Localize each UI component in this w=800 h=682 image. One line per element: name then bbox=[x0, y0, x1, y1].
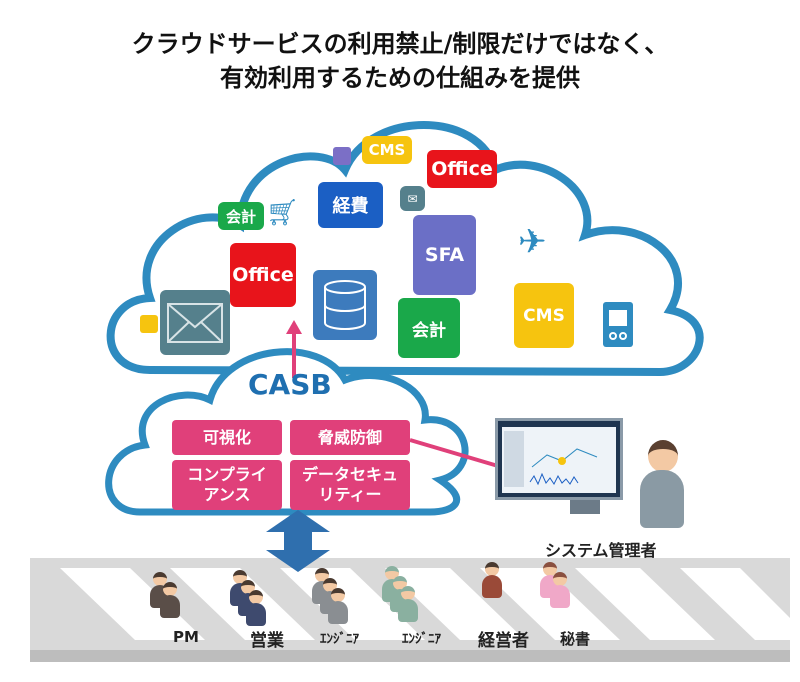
kaikei-tile-big: 会計 bbox=[398, 298, 460, 358]
user-label-engineer-2: ｴﾝｼﾞﾆｱ bbox=[402, 632, 441, 647]
engineer-person-icon bbox=[328, 588, 348, 624]
headline-line-2: 有効利用するための仕組みを提供 bbox=[220, 64, 580, 92]
user-label-secretary: 秘書 bbox=[560, 630, 591, 648]
mail-icon-small: ✉ bbox=[400, 186, 425, 211]
user-label-engineer-1: ｴﾝｼﾞﾆｱ bbox=[320, 632, 359, 647]
database-icon bbox=[313, 270, 377, 340]
casb-label: CASB bbox=[248, 368, 332, 401]
train-icon bbox=[603, 302, 633, 347]
user-label-sales: 営業 bbox=[250, 631, 284, 651]
mail-icon-big bbox=[160, 290, 230, 355]
casb-function-threat-protection: 脅威防御 bbox=[290, 420, 410, 455]
sales-person-icon bbox=[246, 590, 266, 626]
casb-function-compliance: コンプライ アンス bbox=[172, 460, 282, 510]
sfa-tile: SFA bbox=[413, 215, 476, 295]
small-square-icon bbox=[333, 147, 351, 165]
secretary-person-icon bbox=[550, 572, 570, 608]
bidirectional-arrow bbox=[266, 510, 330, 572]
office-tile-big: Office bbox=[230, 243, 296, 307]
pm-person-icon bbox=[160, 582, 180, 618]
keihi-tile: 経費 bbox=[318, 182, 383, 228]
field-engineer-person-icon bbox=[398, 586, 418, 622]
casb-function-visibility: 可視化 bbox=[172, 420, 282, 455]
office-tile-top: Office bbox=[427, 150, 497, 188]
cms-tile-big: CMS bbox=[514, 283, 574, 348]
airplane-icon: ✈ bbox=[518, 222, 547, 262]
admin-person-icon bbox=[640, 440, 684, 530]
user-label-pm: PM bbox=[173, 628, 199, 646]
small-yellow-square-icon bbox=[140, 315, 158, 333]
executive-person-icon bbox=[482, 562, 502, 598]
monitor-stand bbox=[570, 500, 600, 514]
user-label-executive: 経営者 bbox=[478, 631, 529, 651]
shopping-cart-icon: 🛒︎ bbox=[266, 198, 300, 228]
admin-monitor bbox=[495, 418, 623, 500]
cms-tile-small: CMS bbox=[362, 136, 412, 164]
headline-line-1: クラウドサービスの利用禁止/制限だけではなく、 bbox=[131, 30, 669, 58]
kaikei-tile-small: 会計 bbox=[218, 202, 264, 230]
admin-label: システム管理者 bbox=[545, 541, 657, 560]
casb-function-data-security: データセキュ リティー bbox=[290, 460, 410, 510]
